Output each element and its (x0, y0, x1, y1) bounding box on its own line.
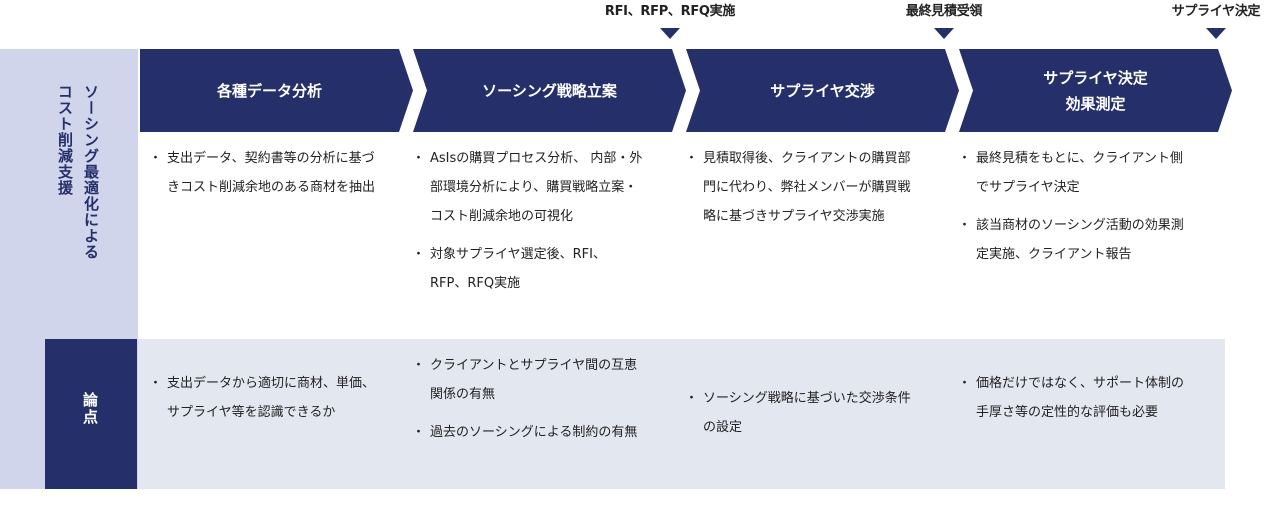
milestone-marker-icon (660, 28, 680, 39)
phase-title: ソーシング戦略立案 (482, 81, 617, 100)
phase-title: サプライヤ交渉 (770, 81, 875, 100)
issue-item: 支出データから適切に商材、単価、サプライヤ等を認識できるか (149, 369, 380, 427)
issue-cell-data-analysis: 支出データから適切に商材、単価、サプライヤ等を認識できるか (149, 369, 380, 436)
issue-cell-sourcing-strategy: クライアントとサプライヤ間の互恵関係の有無 過去のソーシングによる制約の有無 (412, 351, 643, 456)
activity-item: AsIsの購買プロセス分析、 内部・外部環境分析により、購買戦略立案・コスト削減… (412, 144, 643, 231)
issue-item: 価格だけではなく、サポート体制の手厚さ等の定性的な評価も必要 (958, 369, 1189, 427)
activity-item: 該当商材のソーシング活動の効果測定実施、クライアント報告 (958, 211, 1189, 269)
phase-arrow-supplier-negotiation: サプライヤ交渉 (686, 49, 959, 132)
milestone-label: RFI、RFP、RFQ実施 (604, 4, 736, 19)
phase-title: サプライヤ決定 効果測定 (1043, 68, 1148, 113)
issue-item: 過去のソーシングによる制約の有無 (412, 418, 643, 447)
milestone-supplier-decision: サプライヤ決定 (1156, 0, 1276, 39)
phase-title: 各種データ分析 (216, 81, 322, 100)
milestone-marker-icon (1206, 28, 1226, 39)
issue-cell-supplier-negotiation: ソーシング戦略に基づいた交渉条件の設定 (685, 384, 916, 451)
milestone-rfi-rfp-rfq: RFI、RFP、RFQ実施 (590, 0, 750, 39)
issues-label-box (45, 339, 137, 489)
milestone-marker-icon (934, 28, 954, 39)
activity-item: 対象サプライヤ選定後、RFI、RFP、RFQ実施 (412, 240, 643, 298)
activity-item: 支出データ、契約書等の分析に基づきコスト削減余地のある商材を抽出 (149, 144, 380, 202)
activity-item: 最終見積をもとに、クライアント側でサプライヤ決定 (958, 144, 1189, 202)
issues-label: 論点 (81, 392, 99, 426)
phase-arrow-supplier-decision: サプライヤ決定 効果測定 (959, 49, 1232, 132)
activity-cell-data-analysis: 支出データ、契約書等の分析に基づきコスト削減余地のある商材を抽出 (149, 144, 380, 211)
phase-arrow-sourcing-strategy: ソーシング戦略立案 (413, 49, 686, 132)
milestone-label: サプライヤ決定 (1171, 4, 1261, 19)
milestone-label: 最終見積受領 (905, 4, 983, 19)
issue-item: クライアントとサプライヤ間の互恵関係の有無 (412, 351, 643, 409)
issue-cell-supplier-decision: 価格だけではなく、サポート体制の手厚さ等の定性的な評価も必要 (958, 369, 1189, 436)
activity-cell-supplier-decision: 最終見積をもとに、クライアント側でサプライヤ決定 該当商材のソーシング活動の効果… (958, 144, 1189, 278)
activity-cell-sourcing-strategy: AsIsの購買プロセス分析、 内部・外部環境分析により、購買戦略立案・コスト削減… (412, 144, 643, 307)
activity-item: 見積取得後、クライアントの購買部門に代わり、弊社メンバーが購買戦略に基づきサプラ… (685, 144, 916, 231)
activity-cell-supplier-negotiation: 見積取得後、クライアントの購買部門に代わり、弊社メンバーが購買戦略に基づきサプラ… (685, 144, 916, 240)
phase-arrow-data-analysis: 各種データ分析 (140, 49, 413, 132)
left-title: ソーシング最適化による コスト削減支援 (56, 84, 100, 260)
milestone-final-quote: 最終見積受領 (884, 0, 1004, 39)
issue-item: ソーシング戦略に基づいた交渉条件の設定 (685, 384, 916, 442)
